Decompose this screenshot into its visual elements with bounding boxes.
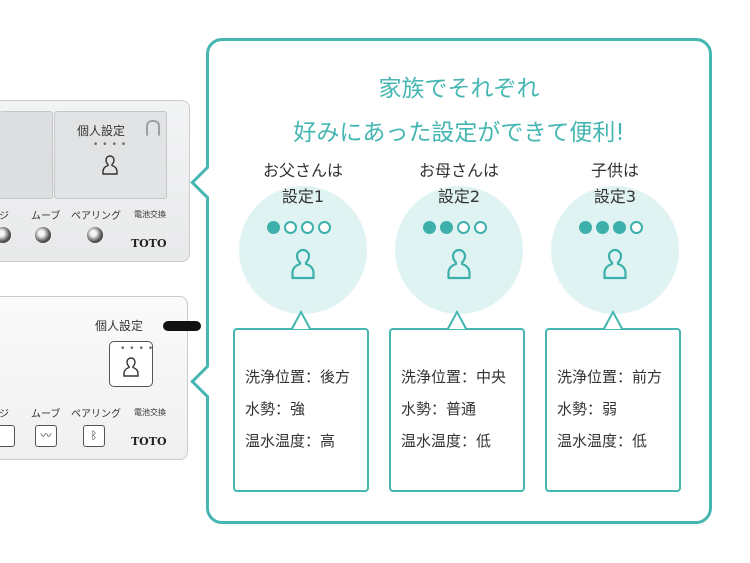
- profile-title: 子供は: [590, 161, 639, 180]
- water-temperature-setting: 温水温度：高: [245, 432, 336, 450]
- setting-dots: ••••: [120, 344, 158, 354]
- key-label-1: ジ: [0, 409, 9, 420]
- headline-line-1: 家族でそれぞれ: [378, 76, 540, 102]
- bubble-tail-bottom: [190, 365, 223, 398]
- battery-label: 電池交換: [134, 210, 166, 219]
- profile-indicator-dots: [423, 221, 487, 234]
- person-icon: [123, 357, 139, 377]
- profile-setting-number: 設定2: [437, 187, 481, 206]
- person-icon: [603, 248, 627, 280]
- indicator-dot-inactive: [318, 221, 331, 234]
- profile-settings-card: 洗浄位置：後方水勢：強温水温度：高: [233, 310, 369, 492]
- remote-key-1[interactable]: [0, 425, 15, 447]
- profile-title: お父さんは: [262, 161, 343, 180]
- key-label-pairing: ペアリング: [71, 409, 121, 420]
- profile-indicator-dots: [579, 221, 643, 234]
- indicator-dot-inactive: [284, 221, 297, 234]
- battery-label: 電池交換: [134, 408, 166, 417]
- water-pressure-setting: 水勢：普通: [401, 400, 477, 418]
- indicator-dot-active: [440, 221, 453, 234]
- remote-panel-bottom: 個人設定 •••• ジ ムーブ ペアリング 〰 ᛒ 電池交換 TOTO: [0, 296, 201, 460]
- profile-settings-card: 洗浄位置：前方水勢：弱温水温度：低: [545, 310, 681, 492]
- indicator-dot-inactive: [457, 221, 470, 234]
- wash-position-setting: 洗浄位置：後方: [245, 368, 351, 386]
- wash-position-setting: 洗浄位置：中央: [401, 368, 507, 386]
- headline-line-2: 好みにあった設定ができて便利!: [293, 120, 625, 146]
- indicator-dot-active: [613, 221, 626, 234]
- key-label-move: ムーブ: [31, 211, 61, 222]
- profile-title: お母さんは: [418, 161, 499, 180]
- water-temperature-setting: 温水温度：低: [557, 432, 648, 450]
- remote-indicator-bar: [163, 321, 201, 331]
- personal-setting-button[interactable]: 個人設定 ••••: [54, 111, 167, 199]
- personal-setting-label: 個人設定: [95, 319, 144, 333]
- remote-panel-top: 個人設定 •••• ジ ムーブ ペアリング 電池交換 TOTO: [0, 100, 190, 262]
- power-icon: [146, 120, 160, 136]
- card-pointer: [290, 310, 312, 330]
- indicator-dot-active: [267, 221, 280, 234]
- remote-key-1[interactable]: [0, 227, 11, 243]
- pairing-key[interactable]: [87, 227, 103, 243]
- wash-position-setting: 洗浄位置：前方: [557, 368, 663, 386]
- indicator-dot-inactive: [301, 221, 314, 234]
- bluetooth-icon: ᛒ: [90, 429, 98, 442]
- water-pressure-setting: 水勢：強: [245, 400, 306, 418]
- remote-display-area: [0, 111, 53, 199]
- setting-dots: ••••: [93, 140, 131, 150]
- indicator-dot-inactive: [630, 221, 643, 234]
- move-key[interactable]: [35, 227, 51, 243]
- profile-indicator-dots: [267, 221, 331, 234]
- personal-setting-button[interactable]: ••••: [109, 341, 153, 387]
- profile-setting-number: 設定3: [593, 187, 637, 206]
- move-icon: 〰: [40, 429, 52, 442]
- profile-settings-card: 洗浄位置：中央水勢：普通温水温度：低: [389, 310, 525, 492]
- card-pointer: [602, 310, 624, 330]
- move-key[interactable]: 〰: [35, 425, 57, 447]
- person-icon: [102, 155, 118, 175]
- indicator-dot-inactive: [474, 221, 487, 234]
- card-pointer: [446, 310, 468, 330]
- brand-logo: TOTO: [131, 237, 167, 250]
- pairing-key[interactable]: ᛒ: [83, 425, 105, 447]
- key-label-pairing: ペアリング: [71, 211, 121, 222]
- indicator-dot-active: [579, 221, 592, 234]
- water-temperature-setting: 温水温度：低: [401, 432, 492, 450]
- profile-setting-number: 設定1: [281, 187, 325, 206]
- brand-logo: TOTO: [131, 435, 167, 448]
- indicator-dot-active: [423, 221, 436, 234]
- water-pressure-setting: 水勢：弱: [557, 400, 618, 418]
- personal-setting-label: 個人設定: [77, 124, 126, 138]
- person-icon: [447, 248, 471, 280]
- key-label-1: ジ: [0, 211, 9, 222]
- bubble-tail-top: [190, 166, 223, 199]
- key-label-move: ムーブ: [31, 409, 61, 420]
- person-icon: [291, 248, 315, 280]
- indicator-dot-active: [596, 221, 609, 234]
